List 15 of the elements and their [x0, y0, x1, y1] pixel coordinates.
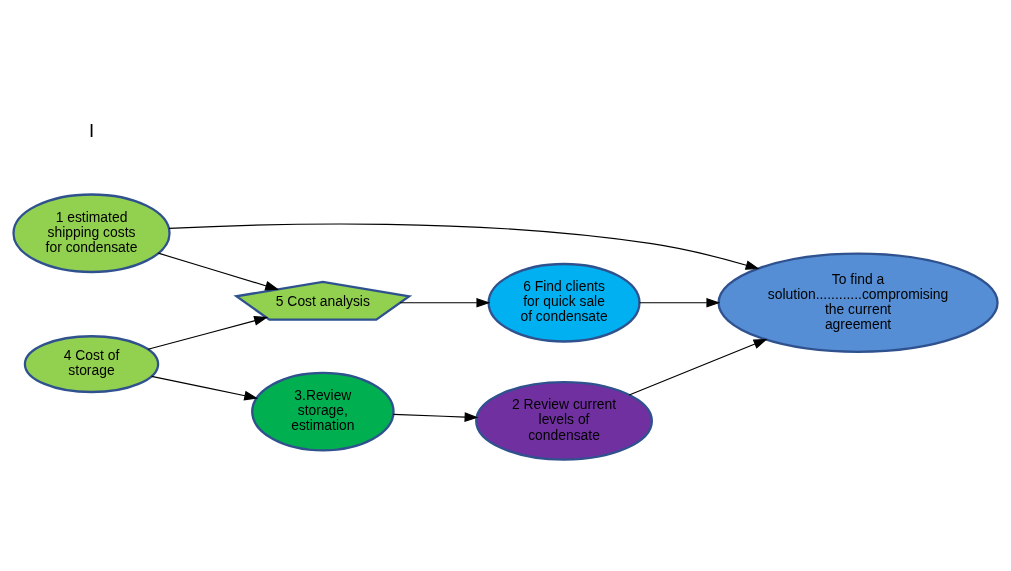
arrow: [157, 252, 280, 291]
node-ellipse: To find a solution............compromising the current agreement: [717, 252, 999, 353]
arrow: [628, 338, 768, 396]
arrow: [147, 316, 269, 350]
node-ellipse: 3.Review storage, estimation: [251, 371, 395, 452]
node-ellipse: 2 Review current levels of condensate: [475, 380, 653, 461]
node-ellipse: 6 Find clients for quick sale of condensate: [487, 262, 641, 343]
arrow: [168, 223, 760, 270]
node-ellipse: 1 estimated shipping costs for condensate: [12, 193, 171, 274]
arrow: [638, 297, 721, 308]
label: I: [88, 119, 95, 141]
arrow: [399, 297, 491, 308]
node-ellipse: 4 Cost of storage: [23, 335, 160, 394]
arrow: [392, 412, 479, 422]
arrow: [151, 375, 259, 401]
